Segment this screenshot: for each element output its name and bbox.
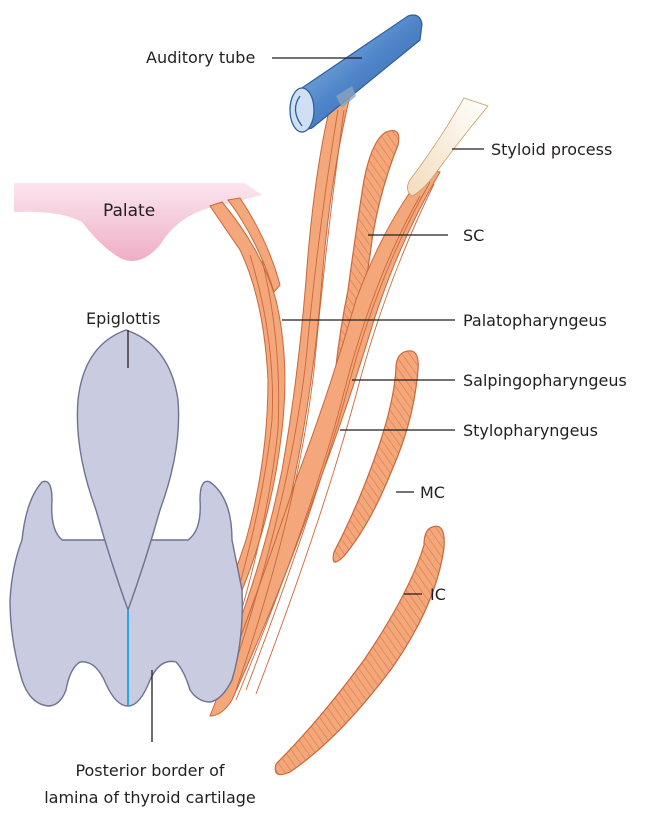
styloid-process-shape bbox=[407, 98, 488, 196]
styloid-process-label: Styloid process bbox=[491, 140, 612, 159]
epiglottis-label: Epiglottis bbox=[86, 309, 160, 328]
salpingopharyngeus-label: Salpingopharyngeus bbox=[463, 371, 627, 390]
posterior-border-label-line2: lamina of thyroid cartilage bbox=[44, 788, 256, 807]
inferior-constrictor-muscle bbox=[275, 526, 444, 774]
auditory-tube bbox=[290, 15, 422, 132]
palatopharyngeus-label: Palatopharyngeus bbox=[463, 311, 607, 330]
sc-label: SC bbox=[463, 226, 484, 245]
palate-label: Palate bbox=[103, 201, 155, 221]
ic-label: IC bbox=[430, 585, 446, 604]
auditory-tube-label: Auditory tube bbox=[146, 48, 255, 67]
mc-label: MC bbox=[420, 483, 445, 502]
stylopharyngeus-label: Stylopharyngeus bbox=[463, 421, 598, 440]
posterior-border-label-line1: Posterior border of bbox=[75, 761, 224, 780]
